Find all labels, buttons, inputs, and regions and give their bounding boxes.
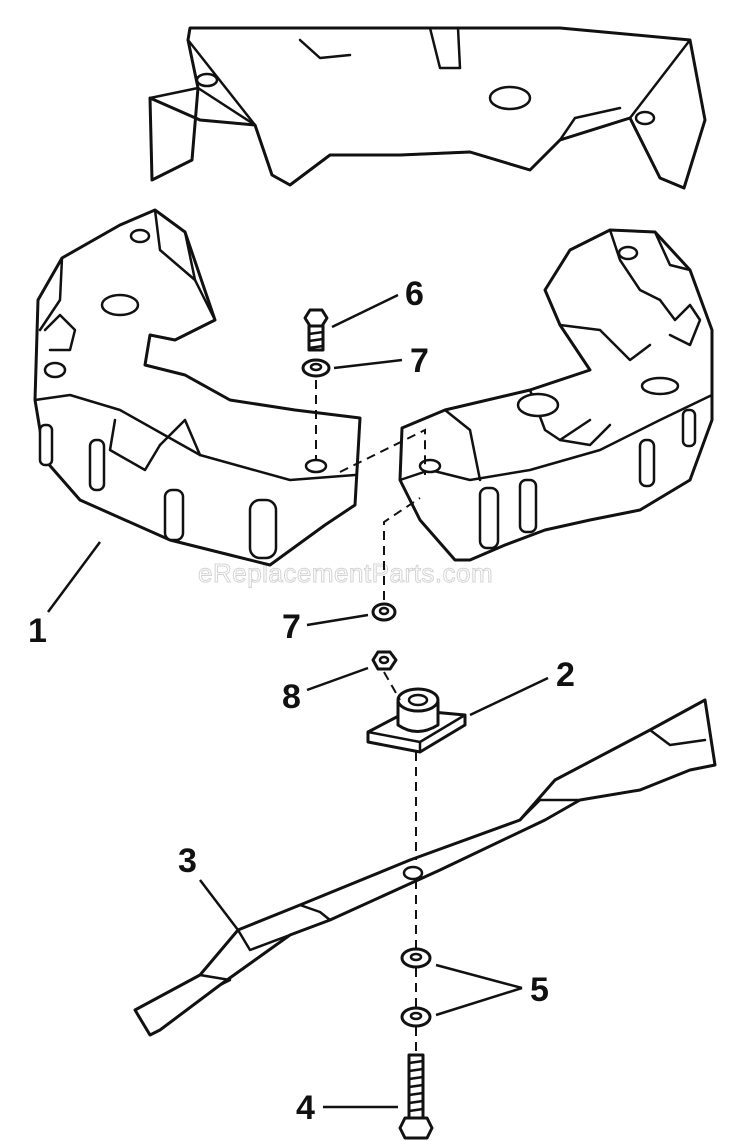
callout-4: 4 [296,1089,315,1127]
callout-5: 5 [530,971,549,1009]
callout-7-upper: 7 [410,342,429,380]
assembly-lines [315,380,426,1055]
mower-blade [133,698,717,1037]
ring-right-hole-b [617,245,639,261]
callout-7-lower: 7 [282,608,301,646]
bolt-upper [303,308,329,352]
ring-left-hole-b [129,228,151,244]
weight-ring-right-half [398,228,714,562]
ring-left-slot [43,361,67,379]
blade-center-hole [402,865,424,881]
top-cover-plate [148,26,707,190]
washer-blade-upper [400,947,432,969]
leader-lines [46,293,549,1109]
ring-left-hole-c [304,458,328,474]
ring-right-hole-c [418,458,442,474]
callout-labels: 1 2 3 4 5 6 7 7 8 [28,275,575,1127]
blade-adapter [366,687,467,754]
callout-8: 8 [282,678,301,716]
ring-right-slot [640,376,680,396]
watermark-text: eReplacementParts.com [198,558,493,588]
cover-hole-center [488,85,532,111]
callout-6: 6 [405,275,424,313]
callout-1: 1 [28,612,47,650]
ring-right-hole-a [516,392,560,418]
weight-ring-left-half [33,208,362,567]
ring-left-hole-a [100,293,140,317]
washer-upper [301,358,331,378]
cover-hole-left [195,72,219,88]
washer-blade-lower [400,1006,432,1028]
washer-lower [371,602,397,622]
callout-2: 2 [556,656,575,694]
callout-3: 3 [178,842,197,880]
bolt-blade [398,1053,434,1140]
cover-hole-right [634,110,656,126]
nut [371,650,398,671]
